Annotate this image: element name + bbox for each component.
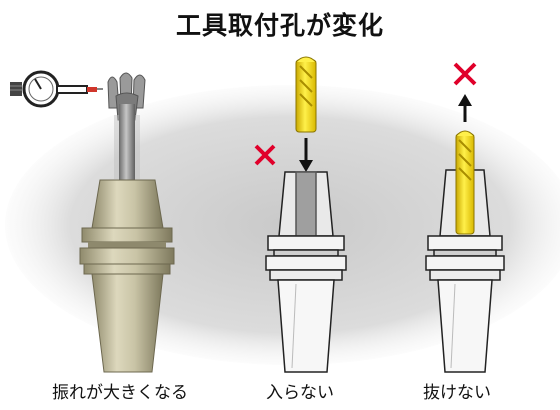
caption-cannot-remove: 抜けない [423,383,491,403]
end-mill-right [455,130,475,235]
dial-indicator-icon [10,70,103,108]
caption-runout: 振れが大きくなる [52,383,188,403]
arrow-down-icon [299,138,313,172]
caption-cannot-insert: 入らない [266,383,334,403]
tool-holder-right [425,169,505,373]
page-title: 工具取付孔が変化 [175,11,384,40]
runout-tool-assembly [79,72,175,373]
x-mark-icon [254,144,276,166]
arrow-up-icon [458,94,472,122]
tool-holder-middle [265,171,347,373]
end-mill-middle [295,56,317,133]
x-mark-icon [453,62,477,86]
